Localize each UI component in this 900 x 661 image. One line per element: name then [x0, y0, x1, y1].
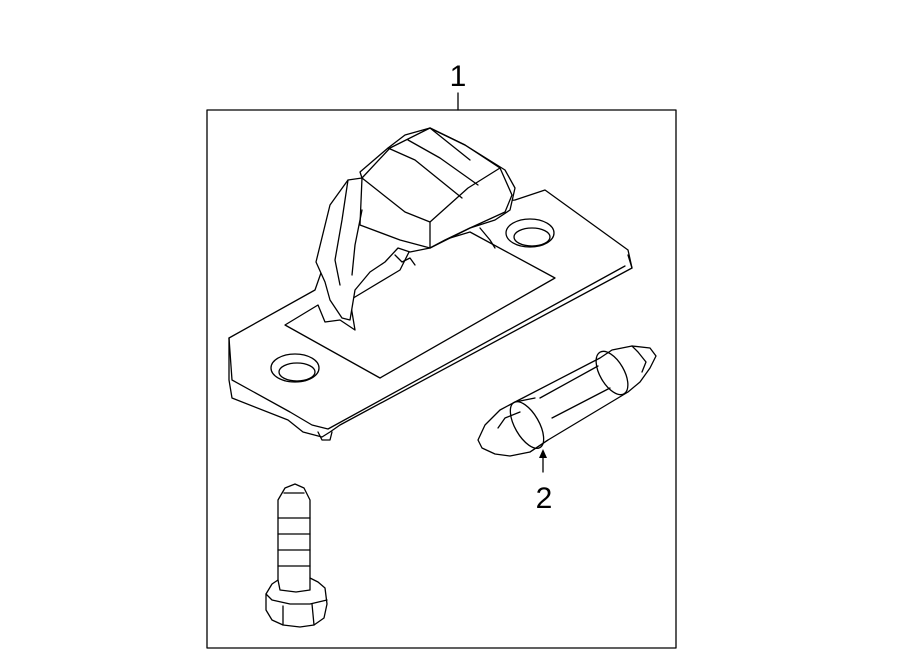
callout-1-label[interactable]: 1	[450, 60, 467, 93]
assembly-frame	[206, 109, 677, 649]
bulb[interactable]	[477, 345, 657, 457]
mounting-hole-left	[270, 353, 320, 383]
mounting-hole-right	[505, 218, 555, 248]
license-lamp-housing[interactable]	[228, 127, 633, 441]
mounting-screw[interactable]	[265, 483, 328, 628]
callout-2-label[interactable]: 2	[536, 482, 553, 515]
callout-2-arrowhead	[539, 449, 547, 458]
